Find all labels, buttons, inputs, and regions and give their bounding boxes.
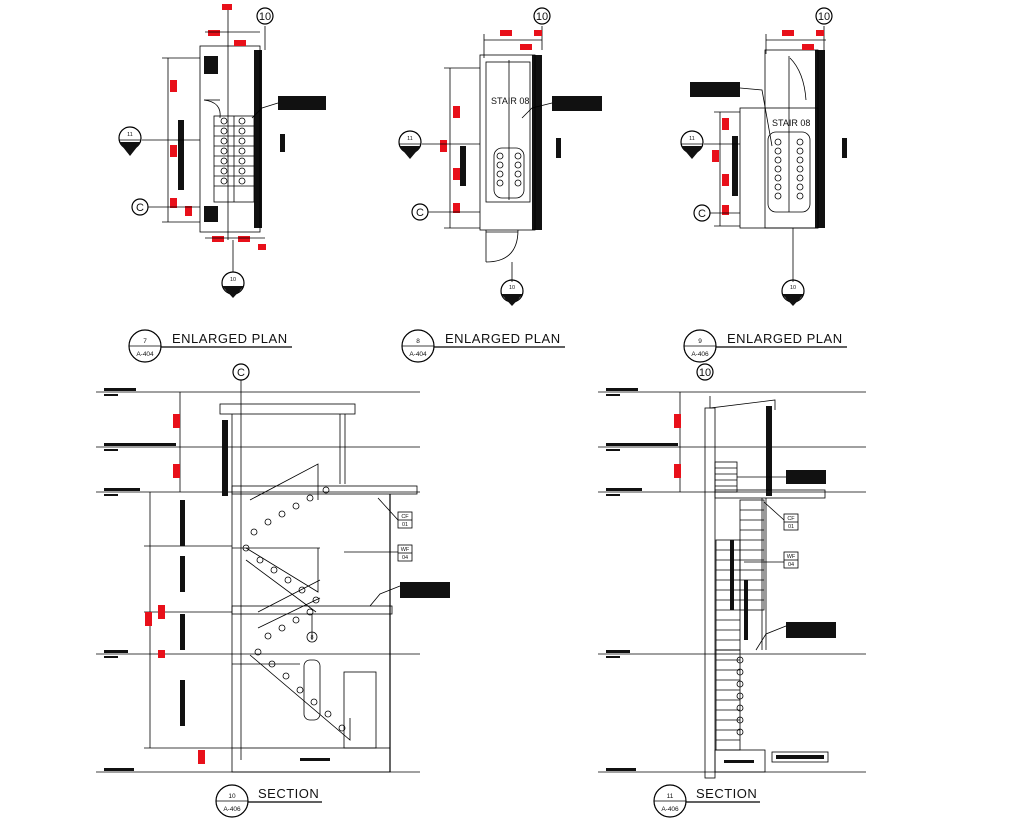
svg-text:WF: WF <box>401 547 410 553</box>
svg-text:04: 04 <box>788 562 794 568</box>
grid-bubble-10 <box>815 7 833 25</box>
svg-text:A-404: A-404 <box>409 351 427 358</box>
svg-text:A-405: A-405 <box>786 296 801 302</box>
section-11: 10 CF <box>598 363 866 818</box>
svg-text:A-405: A-405 <box>226 288 241 294</box>
svg-text:10: 10 <box>699 367 711 379</box>
view-title-7: ENLARGED PLAN <box>172 331 288 346</box>
svg-text:11: 11 <box>407 136 413 142</box>
svg-text:11: 11 <box>127 132 133 138</box>
grid-bubble-10 <box>696 363 714 381</box>
svg-text:A-406: A-406 <box>685 146 700 152</box>
svg-text:A-406: A-406 <box>691 351 709 358</box>
svg-text:A-406: A-406 <box>223 806 241 813</box>
svg-text:A-405: A-405 <box>505 296 520 302</box>
svg-text:WF: WF <box>787 554 796 560</box>
svg-text:01: 01 <box>788 524 794 530</box>
svg-text:11: 11 <box>667 793 674 800</box>
enlarged-plan-7: 10 <box>118 4 326 363</box>
view-title-8: ENLARGED PLAN <box>445 331 561 346</box>
grid-bubble-10 <box>256 7 274 25</box>
svg-text:A-406: A-406 <box>661 806 679 813</box>
svg-text:A-404: A-404 <box>136 351 154 358</box>
detail-tag: 8 <box>310 635 313 641</box>
grid-bubble-10 <box>533 7 551 25</box>
view-title-10: SECTION <box>258 786 319 801</box>
svg-text:CF: CF <box>401 514 409 520</box>
grid-label-10: 10 <box>259 11 271 23</box>
grid-label-c: C <box>136 202 144 214</box>
svg-text:C: C <box>698 208 706 220</box>
svg-text:01: 01 <box>402 522 408 528</box>
svg-text:A-406: A-406 <box>403 146 418 152</box>
svg-text:10: 10 <box>230 277 236 283</box>
svg-text:C: C <box>416 207 424 219</box>
svg-text:10: 10 <box>818 11 830 23</box>
svg-text:04: 04 <box>402 555 408 561</box>
view-title-9: ENLARGED PLAN <box>727 331 843 346</box>
svg-text:10: 10 <box>228 793 236 800</box>
svg-text:10: 10 <box>509 285 515 291</box>
svg-text:8: 8 <box>416 338 420 345</box>
view-title-11: SECTION <box>696 786 757 801</box>
enlarged-plan-9: 10 STAIR 08 C 11 <box>680 7 847 363</box>
section-10: C <box>96 363 450 818</box>
svg-text:A-406: A-406 <box>123 142 138 148</box>
svg-text:C: C <box>237 367 245 379</box>
svg-text:11: 11 <box>689 136 695 142</box>
stair-label: STAIR 08 <box>491 96 529 106</box>
stair-label: STAIR 08 <box>772 118 810 128</box>
svg-text:10: 10 <box>790 285 796 291</box>
svg-text:7: 7 <box>143 338 147 345</box>
svg-text:9: 9 <box>698 338 702 345</box>
svg-text:CF: CF <box>787 516 795 522</box>
enlarged-plan-8: 10 STAIR 08 C <box>398 7 602 363</box>
svg-text:10: 10 <box>536 11 548 23</box>
